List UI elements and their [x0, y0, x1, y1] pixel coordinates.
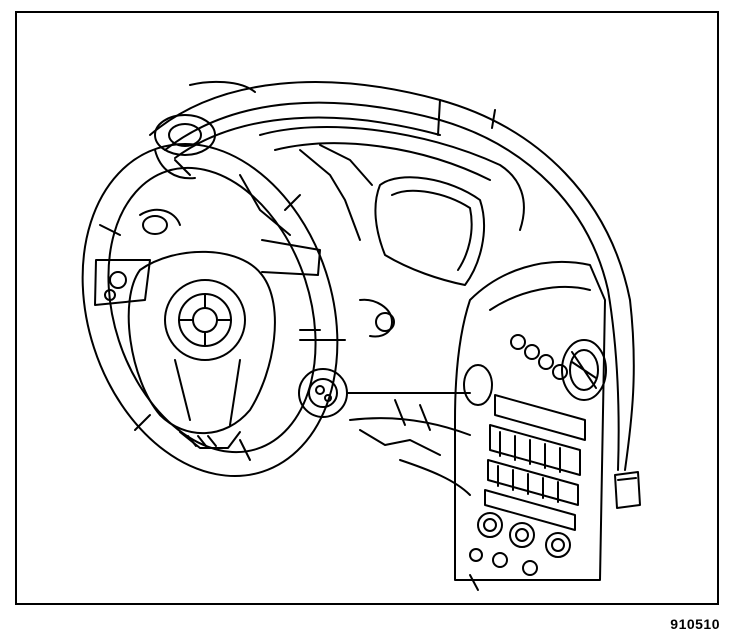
- right-spoke: [261, 239, 395, 341]
- lower-dash: [349, 399, 471, 496]
- side-tab: [614, 471, 641, 509]
- hvac-knobs: [469, 512, 571, 591]
- dashboard-top-arc: [149, 80, 635, 471]
- callout-circle: [298, 368, 471, 418]
- left-spoke: [94, 208, 181, 306]
- steering-wheel: [81, 142, 339, 478]
- center-stack: [454, 261, 607, 581]
- illustration-frame: [15, 11, 719, 605]
- radio-controls: [484, 394, 586, 531]
- airbag-hub: [127, 250, 276, 449]
- figure-code: 910510: [670, 616, 720, 632]
- left-vent: [154, 114, 216, 180]
- instrument-hood: [239, 125, 525, 286]
